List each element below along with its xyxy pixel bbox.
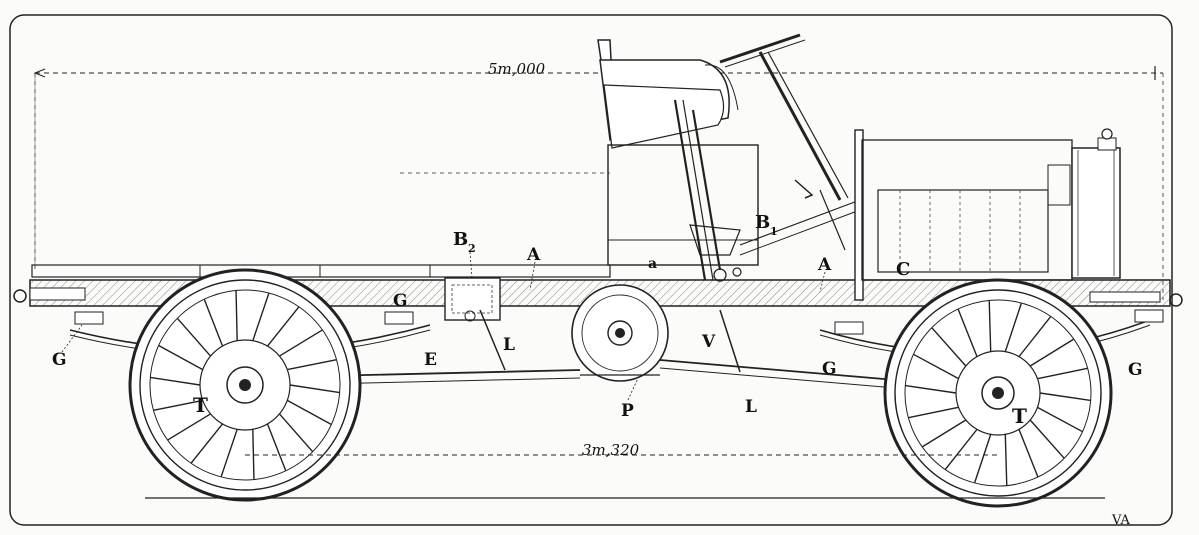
radiator bbox=[1071, 128, 1121, 279]
wheel-spoke bbox=[957, 308, 978, 357]
wheel-spoke bbox=[908, 406, 959, 419]
wheel-spoke bbox=[1018, 315, 1052, 358]
wheelbase-dimension: 3m,320 bbox=[245, 441, 998, 459]
wheel-spoke bbox=[286, 399, 332, 426]
wheel-spoke bbox=[167, 413, 211, 441]
wheel-spoke bbox=[1004, 302, 1023, 352]
wheel-spoke bbox=[921, 419, 967, 448]
wheel-spoke bbox=[252, 429, 255, 480]
label-t-front: T bbox=[1012, 404, 1027, 428]
wheel-spoke bbox=[278, 413, 314, 453]
label-e: E bbox=[424, 350, 437, 370]
differential bbox=[571, 284, 669, 382]
wheel-spoke bbox=[905, 384, 957, 394]
label-b1-sub: 1 bbox=[770, 225, 778, 238]
label-g-rear-near: G bbox=[393, 291, 408, 311]
dashboard bbox=[854, 129, 864, 301]
wheel-spoke bbox=[1029, 338, 1075, 367]
wheel-spoke bbox=[266, 306, 300, 347]
wheel-spoke bbox=[1018, 429, 1039, 478]
label-l-rear: L bbox=[503, 335, 515, 355]
wheelbase-label: 3m,320 bbox=[582, 441, 640, 459]
front-wheel bbox=[883, 278, 1113, 508]
label-b2: B bbox=[453, 229, 468, 250]
wheel-spoke bbox=[158, 344, 204, 371]
wheel-spoke bbox=[190, 423, 224, 464]
overall-length-label: 5m,000 bbox=[488, 60, 546, 78]
label-a-right: A bbox=[817, 255, 832, 275]
wheel-spoke bbox=[988, 300, 992, 352]
label-b2-sub: 2 bbox=[468, 242, 476, 255]
label-c: C bbox=[896, 259, 910, 280]
wheel-spoke bbox=[203, 298, 224, 347]
wheel-spoke bbox=[266, 423, 287, 472]
label-g-front-near: G bbox=[822, 359, 837, 379]
wheel-spoke bbox=[150, 376, 201, 386]
label-t-rear: T bbox=[193, 393, 208, 417]
rear-wheel bbox=[128, 268, 362, 502]
drawing-frame bbox=[9, 14, 1173, 526]
wheel-spoke bbox=[287, 359, 337, 371]
label-l-front: L bbox=[745, 397, 757, 417]
cab-seat bbox=[597, 39, 759, 266]
label-g-front-far: G bbox=[1128, 360, 1143, 380]
label-a-small: a bbox=[648, 256, 657, 272]
signature: VA bbox=[1111, 513, 1131, 528]
wheel-spoke bbox=[1037, 367, 1088, 380]
overall-length-dimension: 5m,000 bbox=[33, 60, 1164, 300]
control-levers bbox=[673, 99, 861, 282]
label-p: P bbox=[621, 401, 634, 421]
wheel-spoke bbox=[176, 317, 212, 357]
wheel-spoke bbox=[153, 399, 203, 411]
label-g-rear-far: G bbox=[52, 350, 67, 370]
wheel-spoke bbox=[913, 353, 959, 380]
wheel-spoke bbox=[931, 327, 967, 367]
wheel-spoke bbox=[235, 290, 238, 341]
wheel-spoke bbox=[289, 384, 340, 394]
label-a-left: A bbox=[526, 245, 541, 265]
label-v: V bbox=[701, 332, 716, 352]
wheel-spoke bbox=[1037, 406, 1083, 433]
wheel-spoke bbox=[220, 429, 238, 478]
wheel-spoke bbox=[252, 292, 270, 341]
steering bbox=[719, 33, 849, 251]
wheel-spoke bbox=[1039, 392, 1091, 402]
cargo-bed bbox=[31, 73, 611, 278]
wheel-spoke bbox=[944, 428, 978, 471]
engine-block bbox=[861, 139, 1073, 281]
wheel-spoke bbox=[279, 329, 323, 357]
label-b1: B bbox=[755, 212, 770, 233]
wheel-spoke bbox=[1029, 419, 1065, 459]
wheel-spoke bbox=[1004, 434, 1008, 486]
wheel-spoke bbox=[973, 434, 992, 484]
gearbox bbox=[444, 277, 501, 322]
